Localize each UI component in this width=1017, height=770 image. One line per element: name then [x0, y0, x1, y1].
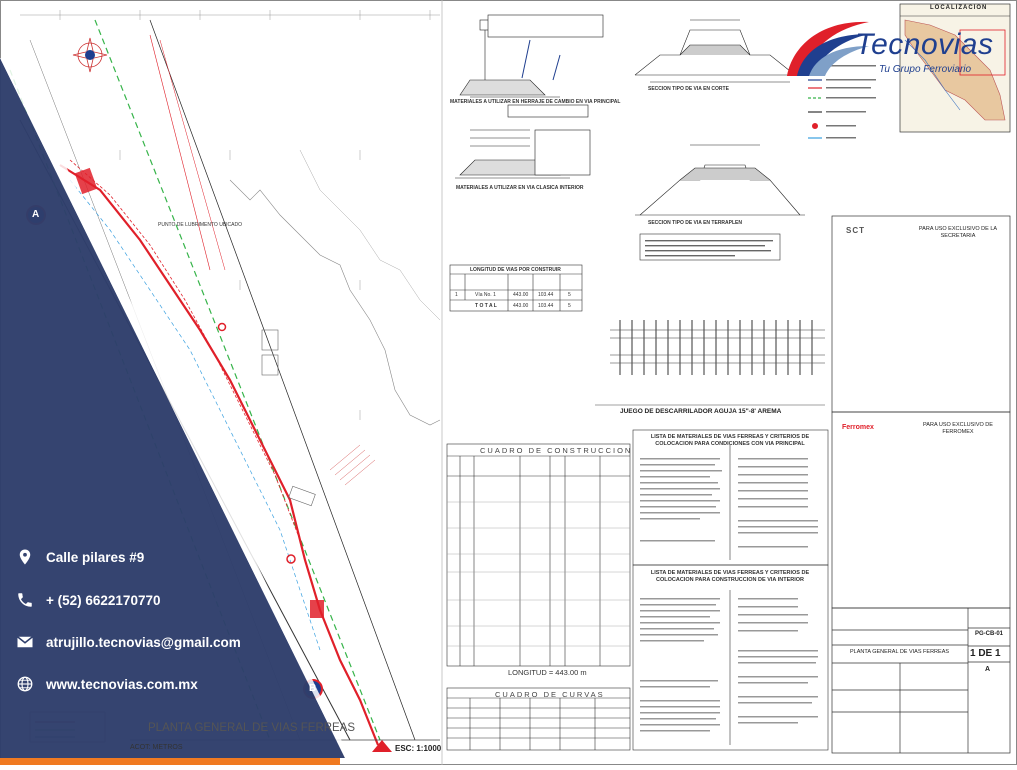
longitud-row-via: Vía No. 1: [475, 292, 496, 298]
materiales-cambio-label: MATERIALES A UTILIZAR EN HERRAJE DE CAMB…: [450, 99, 621, 105]
contact-website[interactable]: www.tecnovias.com.mx: [16, 675, 198, 693]
plan-units: ACOT: METROS: [130, 744, 183, 751]
plan-scale: ESC: 1:1000: [395, 744, 442, 753]
sct-logo: SCT: [846, 226, 865, 235]
longitud-title: LONGITUD DE VIAS POR CONSTRUIR: [470, 267, 561, 273]
contact-phone-text[interactable]: + (52) 6622170770: [46, 592, 161, 608]
phone-icon: [18, 593, 32, 607]
location-pin-icon: [19, 549, 31, 565]
cuadro-curvas-title: CUADRO DE CURVAS: [495, 690, 605, 699]
contact-phone[interactable]: + (52) 6622170770: [16, 591, 160, 609]
north-arrow-icon: [72, 37, 108, 73]
tecnovias-logo: Tecnovias Tu Grupo Ferroviario: [783, 14, 998, 84]
longitud-total-label: T O T A L: [475, 303, 497, 309]
titleblock-hoja: 1 DE 1: [970, 648, 1001, 659]
localizacion-label: LOCALIZACION: [930, 5, 988, 11]
contact-website-text[interactable]: www.tecnovias.com.mx: [46, 676, 198, 692]
email-icon: [17, 636, 33, 648]
cuadro-construccion-grid: [446, 443, 631, 667]
longitud-row-total: 443.00: [513, 292, 529, 298]
longitud-total-operativa: 103.44: [538, 303, 554, 309]
descarrilador-label: JUEGO DE DESCARRILADOR AGUJA 15"-8' AREM…: [620, 408, 782, 415]
longitud-row-no: 1: [455, 292, 458, 298]
lista-principal-title: LISTA DE MATERIALES DE VIAS FERREAS Y CR…: [650, 434, 810, 447]
longitud-total-value: 443.00: [513, 303, 529, 309]
longitud-row-durmientes: 5: [568, 292, 571, 298]
rail-ties: [619, 320, 813, 375]
grid-ticks: [20, 10, 440, 420]
materiales-clasica-label: MATERIALES A UTILIZAR EN VIA CLASICA INT…: [456, 185, 584, 191]
titleblock-plano: PG-CB-01: [975, 631, 1004, 637]
ferromex-logo: Ferromex: [842, 424, 874, 431]
marker-a-label: A: [32, 209, 40, 220]
globe-icon: [17, 676, 33, 692]
tecnovias-swoosh-icon: [787, 21, 869, 76]
longitud-row-operativa: 103.44: [538, 292, 554, 298]
contact-email-text[interactable]: atrujillo.tecnovias@gmail.com: [46, 634, 241, 650]
contact-address-text: Calle pilares #9: [46, 549, 145, 565]
seccion-terraplen-label: SECCION TIPO DE VIA EN TERRAPLEN: [648, 220, 742, 226]
cuadro-construccion-rows: [447, 501, 630, 647]
cuadro-construccion-title: CUADRO DE CONSTRUCCION: [480, 446, 633, 455]
uso-ferromex-label: PARA USO EXCLUSIVO DE FERROMEX: [923, 422, 993, 435]
marker-b-label: B: [309, 683, 317, 694]
materials-text-lines: [640, 458, 818, 732]
lista-interior-title: LISTA DE MATERIALES DE VIAS FERREAS Y CR…: [650, 570, 810, 583]
logo-tagline: Tu Grupo Ferroviario: [879, 64, 972, 75]
seccion-corte-label: SECCION TIPO DE VIA EN CORTE: [648, 86, 729, 92]
uso-secretaria-label: PARA USO EXCLUSIVO DE LA SECRETARIA: [918, 226, 998, 239]
titleblock-rev: A: [985, 666, 991, 673]
contact-email[interactable]: atrujillo.tecnovias@gmail.com: [16, 633, 241, 651]
orange-accent-bar: [0, 758, 340, 765]
logo-wordmark: Tecnovias: [855, 28, 994, 61]
cuadro-curvas-grid: [446, 687, 631, 751]
titleblock-contenido: PLANTA GENERAL DE VIAS FERREAS: [850, 649, 950, 655]
longitud-label: LONGITUD = 443.00 m: [508, 668, 587, 677]
contact-address: Calle pilares #9: [16, 548, 144, 566]
punto-lubricado-label: PUNTO DE LUBRIMENTO UBICADO: [158, 222, 242, 228]
plan-title: PLANTA GENERAL DE VIAS FERREAS: [148, 722, 356, 734]
longitud-total-durmientes: 5: [568, 303, 571, 309]
